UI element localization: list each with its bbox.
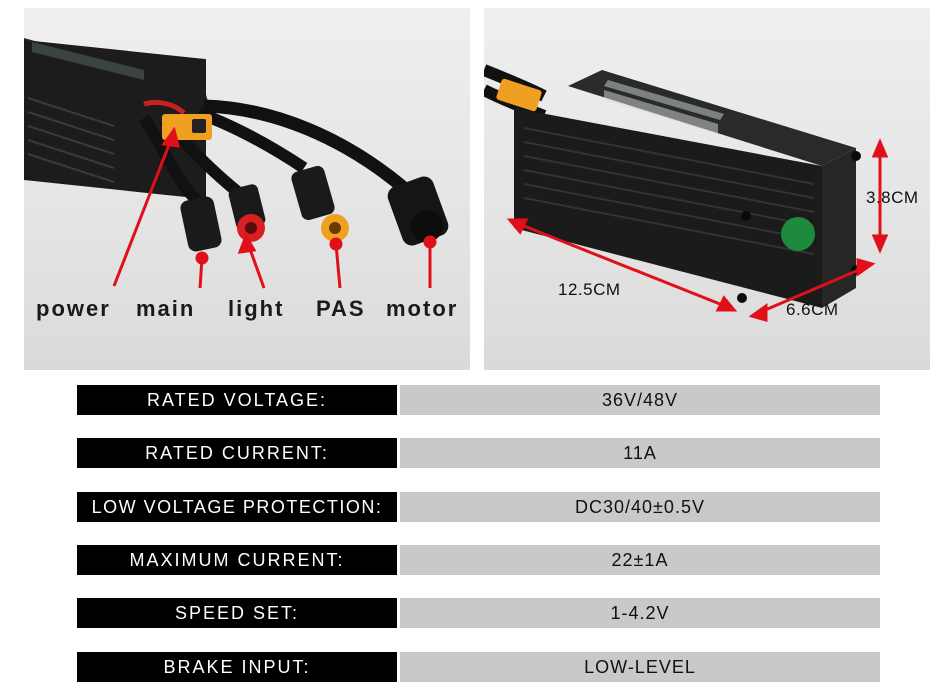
controller-cables-illustration bbox=[24, 38, 449, 289]
spec-label: RATED VOLTAGE: bbox=[77, 385, 397, 415]
spec-row-maximum-current: MAXIMUM CURRENT: 22±1A bbox=[77, 545, 880, 575]
spec-label: MAXIMUM CURRENT: bbox=[77, 545, 397, 575]
spec-value: 1-4.2V bbox=[400, 598, 880, 628]
spec-value: LOW-LEVEL bbox=[400, 652, 880, 682]
spec-value: DC30/40±0.5V bbox=[400, 492, 880, 522]
callout-pas: PAS bbox=[316, 296, 366, 321]
spec-label: RATED CURRENT: bbox=[77, 438, 397, 468]
callout-light: light bbox=[228, 296, 285, 321]
dimension-length: 12.5CM bbox=[558, 280, 621, 299]
spec-value: 22±1A bbox=[400, 545, 880, 575]
spec-row-brake-input: BRAKE INPUT: LOW-LEVEL bbox=[77, 652, 880, 682]
controller-cables-photo: power main light PAS motor bbox=[24, 8, 470, 370]
spec-row-rated-voltage: RATED VOLTAGE: 36V/48V bbox=[77, 385, 880, 415]
spec-row-rated-current: RATED CURRENT: 11A bbox=[77, 438, 880, 468]
spec-row-speed-set: SPEED SET: 1-4.2V bbox=[77, 598, 880, 628]
dimension-width: 6.6CM bbox=[786, 300, 839, 319]
controller-dimensions-illustration bbox=[484, 64, 889, 322]
spec-value: 11A bbox=[400, 438, 880, 468]
spec-label: LOW VOLTAGE PROTECTION: bbox=[77, 492, 397, 522]
spec-value: 36V/48V bbox=[400, 385, 880, 415]
spec-label: BRAKE INPUT: bbox=[77, 652, 397, 682]
callout-main: main bbox=[136, 296, 196, 321]
controller-dimensions-photo: 12.5CM 6.6CM 3.8CM bbox=[484, 8, 930, 370]
spec-row-low-voltage-protection: LOW VOLTAGE PROTECTION: DC30/40±0.5V bbox=[77, 492, 880, 522]
dimension-height: 3.8CM bbox=[866, 188, 919, 207]
callout-power: power bbox=[36, 296, 111, 321]
spec-label: SPEED SET: bbox=[77, 598, 397, 628]
callout-motor: motor bbox=[386, 296, 459, 321]
